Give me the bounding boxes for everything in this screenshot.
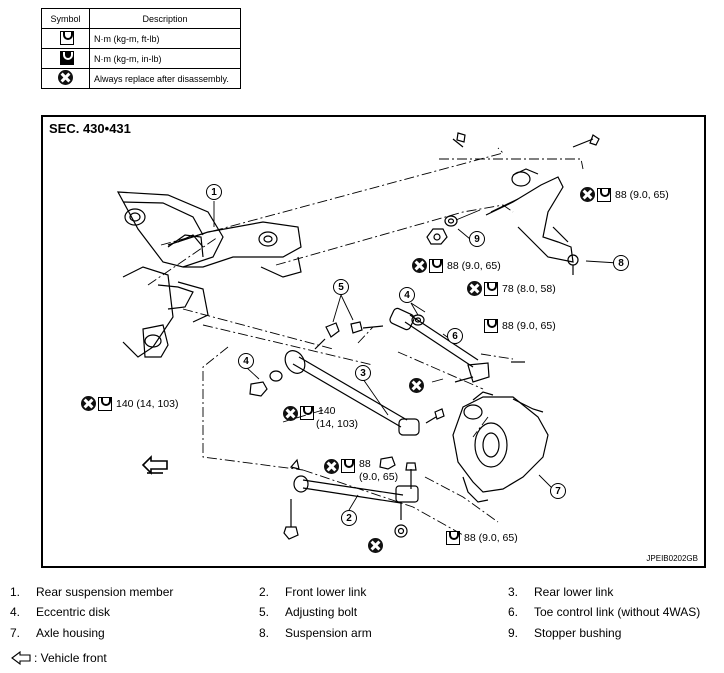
torque-wrench-icon: [341, 459, 355, 473]
vehicle-front-arrow-icon: [11, 651, 31, 665]
replace-callout: [368, 538, 383, 553]
vehicle-front-arrow: [141, 455, 168, 475]
label-6: 6: [447, 328, 463, 344]
axle-housing: [452, 391, 549, 503]
legend-description: N·m (kg-m, ft-lb): [89, 28, 241, 49]
replace-callout: [409, 378, 424, 393]
label-9: 9: [469, 231, 485, 247]
list-item: 3.Rear lower link: [508, 585, 614, 599]
replace-x-icon: [467, 281, 482, 296]
list-item: 2.Front lower link: [259, 585, 367, 599]
list-item: 1.Rear suspension member: [10, 585, 174, 599]
torque-wrench-icon: [484, 281, 498, 296]
fasteners: [249, 361, 525, 538]
rear-suspension-member: [116, 191, 224, 358]
torque-wrench-icon: [597, 187, 611, 202]
torque-callout: 88 (9.0, 65): [412, 258, 501, 273]
torque-callout: 140 (14, 103): [81, 396, 178, 411]
stopper-bushing: [426, 215, 458, 245]
label-1: 1: [206, 184, 222, 200]
replace-x-icon: [283, 406, 298, 421]
legend-description: N·m (kg-m, in-lb): [89, 48, 241, 69]
vehicle-front-note: : Vehicle front: [10, 651, 107, 665]
torque-callout: 88 (9.0, 65): [444, 531, 518, 545]
symbol-legend-table: Symbol Description N·m (kg-m, ft-lb) N·m…: [41, 8, 241, 89]
figure-code: JPEIB0202GB: [646, 554, 698, 563]
legend-description: Always replace after disassembly.: [89, 68, 241, 89]
list-item: 5.Adjusting bolt: [259, 605, 358, 619]
label-4: 4: [399, 287, 415, 303]
list-item: 9.Stopper bushing: [508, 626, 622, 640]
suspension-member-arm: [167, 221, 302, 278]
replace-x-icon: [580, 187, 595, 202]
label-2: 2: [341, 510, 357, 526]
rear-lower-link: [284, 350, 420, 436]
label-7: 7: [550, 483, 566, 499]
torque-callout: 88 (9.0, 65): [580, 187, 669, 202]
label-3: 3: [355, 365, 371, 381]
torque-wrench-icon: [484, 319, 498, 333]
torque-wrench-icon: [98, 396, 112, 411]
description-header: Description: [89, 8, 241, 29]
torque-wrench-icon: [300, 406, 314, 420]
suspension-diagram: SEC. 430•431: [41, 115, 706, 568]
adjusting-bolts: [314, 314, 425, 350]
replace-x-icon: [58, 70, 73, 85]
torque-wrench-icon: [59, 30, 74, 45]
list-item: 7.Axle housing: [10, 626, 105, 640]
torque-wrench-filled-icon: [59, 50, 74, 65]
label-8: 8: [613, 255, 629, 271]
replace-x-icon: [324, 459, 339, 474]
exploded-view-drawing: [116, 132, 619, 540]
replace-x-icon: [81, 396, 96, 411]
torque-callout: 78 (8.0, 58): [467, 281, 556, 296]
label-5: 5: [333, 279, 349, 295]
torque-callout: 140(14, 103): [283, 405, 358, 431]
replace-x-icon: [412, 258, 427, 273]
torque-callout: 88 (9.0, 65): [482, 319, 556, 333]
list-item: 6.Toe control link (without 4WAS): [508, 605, 701, 619]
front-lower-link: [283, 458, 419, 540]
leader-lines: [213, 201, 619, 511]
replace-x-icon: [368, 538, 383, 553]
section-label: SEC. 430•431: [49, 121, 131, 136]
torque-wrench-icon: [429, 258, 443, 273]
assembly-lines: [147, 147, 584, 536]
list-item: 8.Suspension arm: [259, 626, 372, 640]
list-item: 4.Eccentric disk: [10, 605, 111, 619]
torque-callout: 88(9.0, 65): [324, 458, 398, 484]
suspension-arm: [452, 132, 600, 275]
label-4: 4: [238, 353, 254, 369]
torque-wrench-icon: [446, 531, 460, 545]
replace-x-icon: [409, 378, 424, 393]
symbol-header: Symbol: [41, 8, 90, 29]
toe-control-link: [389, 307, 490, 383]
